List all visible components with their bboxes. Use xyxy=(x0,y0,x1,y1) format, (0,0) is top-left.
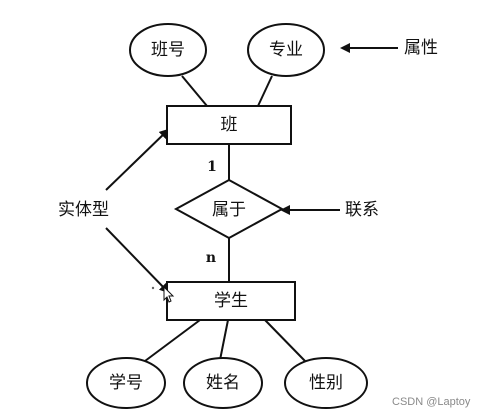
attribute-major: 专业 xyxy=(247,23,325,77)
cardinality-bottom: n xyxy=(206,250,216,266)
line-name-to-student xyxy=(219,319,229,361)
attribute-gender-label: 性别 xyxy=(309,373,343,393)
arrow-entity-type-to-class xyxy=(105,128,170,191)
entity-student: 学生 xyxy=(166,281,296,321)
attribute-gender: 性别 xyxy=(284,357,368,409)
line-major-to-class xyxy=(257,75,273,107)
line-student-number-to-student xyxy=(144,319,201,362)
relationship-belongs-to: 属于 xyxy=(173,178,285,240)
watermark: CSDN @Laptoy xyxy=(392,396,471,408)
mouse-cursor-icon xyxy=(151,285,175,303)
line-gender-to-student xyxy=(264,319,306,362)
attribute-student-number-label: 学号 xyxy=(109,373,143,393)
attribute-student-number: 学号 xyxy=(86,357,166,409)
annotation-attribute: 属性 xyxy=(404,38,438,58)
attribute-name-label: 姓名 xyxy=(206,373,240,393)
cardinality-top: 1 xyxy=(207,159,217,175)
attribute-class-number-label: 班号 xyxy=(151,40,185,60)
entity-class: 班 xyxy=(166,105,292,145)
entity-class-label: 班 xyxy=(221,115,238,135)
line-class-number-to-class xyxy=(181,75,208,107)
attribute-major-label: 专业 xyxy=(269,40,303,60)
attribute-class-number: 班号 xyxy=(129,23,207,77)
entity-student-label: 学生 xyxy=(214,291,248,311)
connector-lines xyxy=(144,75,306,362)
attribute-name: 姓名 xyxy=(183,357,263,409)
relationship-label: 属于 xyxy=(212,200,246,220)
annotation-entity-type: 实体型 xyxy=(58,200,109,220)
arrows xyxy=(105,43,398,294)
annotation-relationship: 联系 xyxy=(345,200,379,220)
arrow-entity-type-to-student xyxy=(105,227,170,294)
